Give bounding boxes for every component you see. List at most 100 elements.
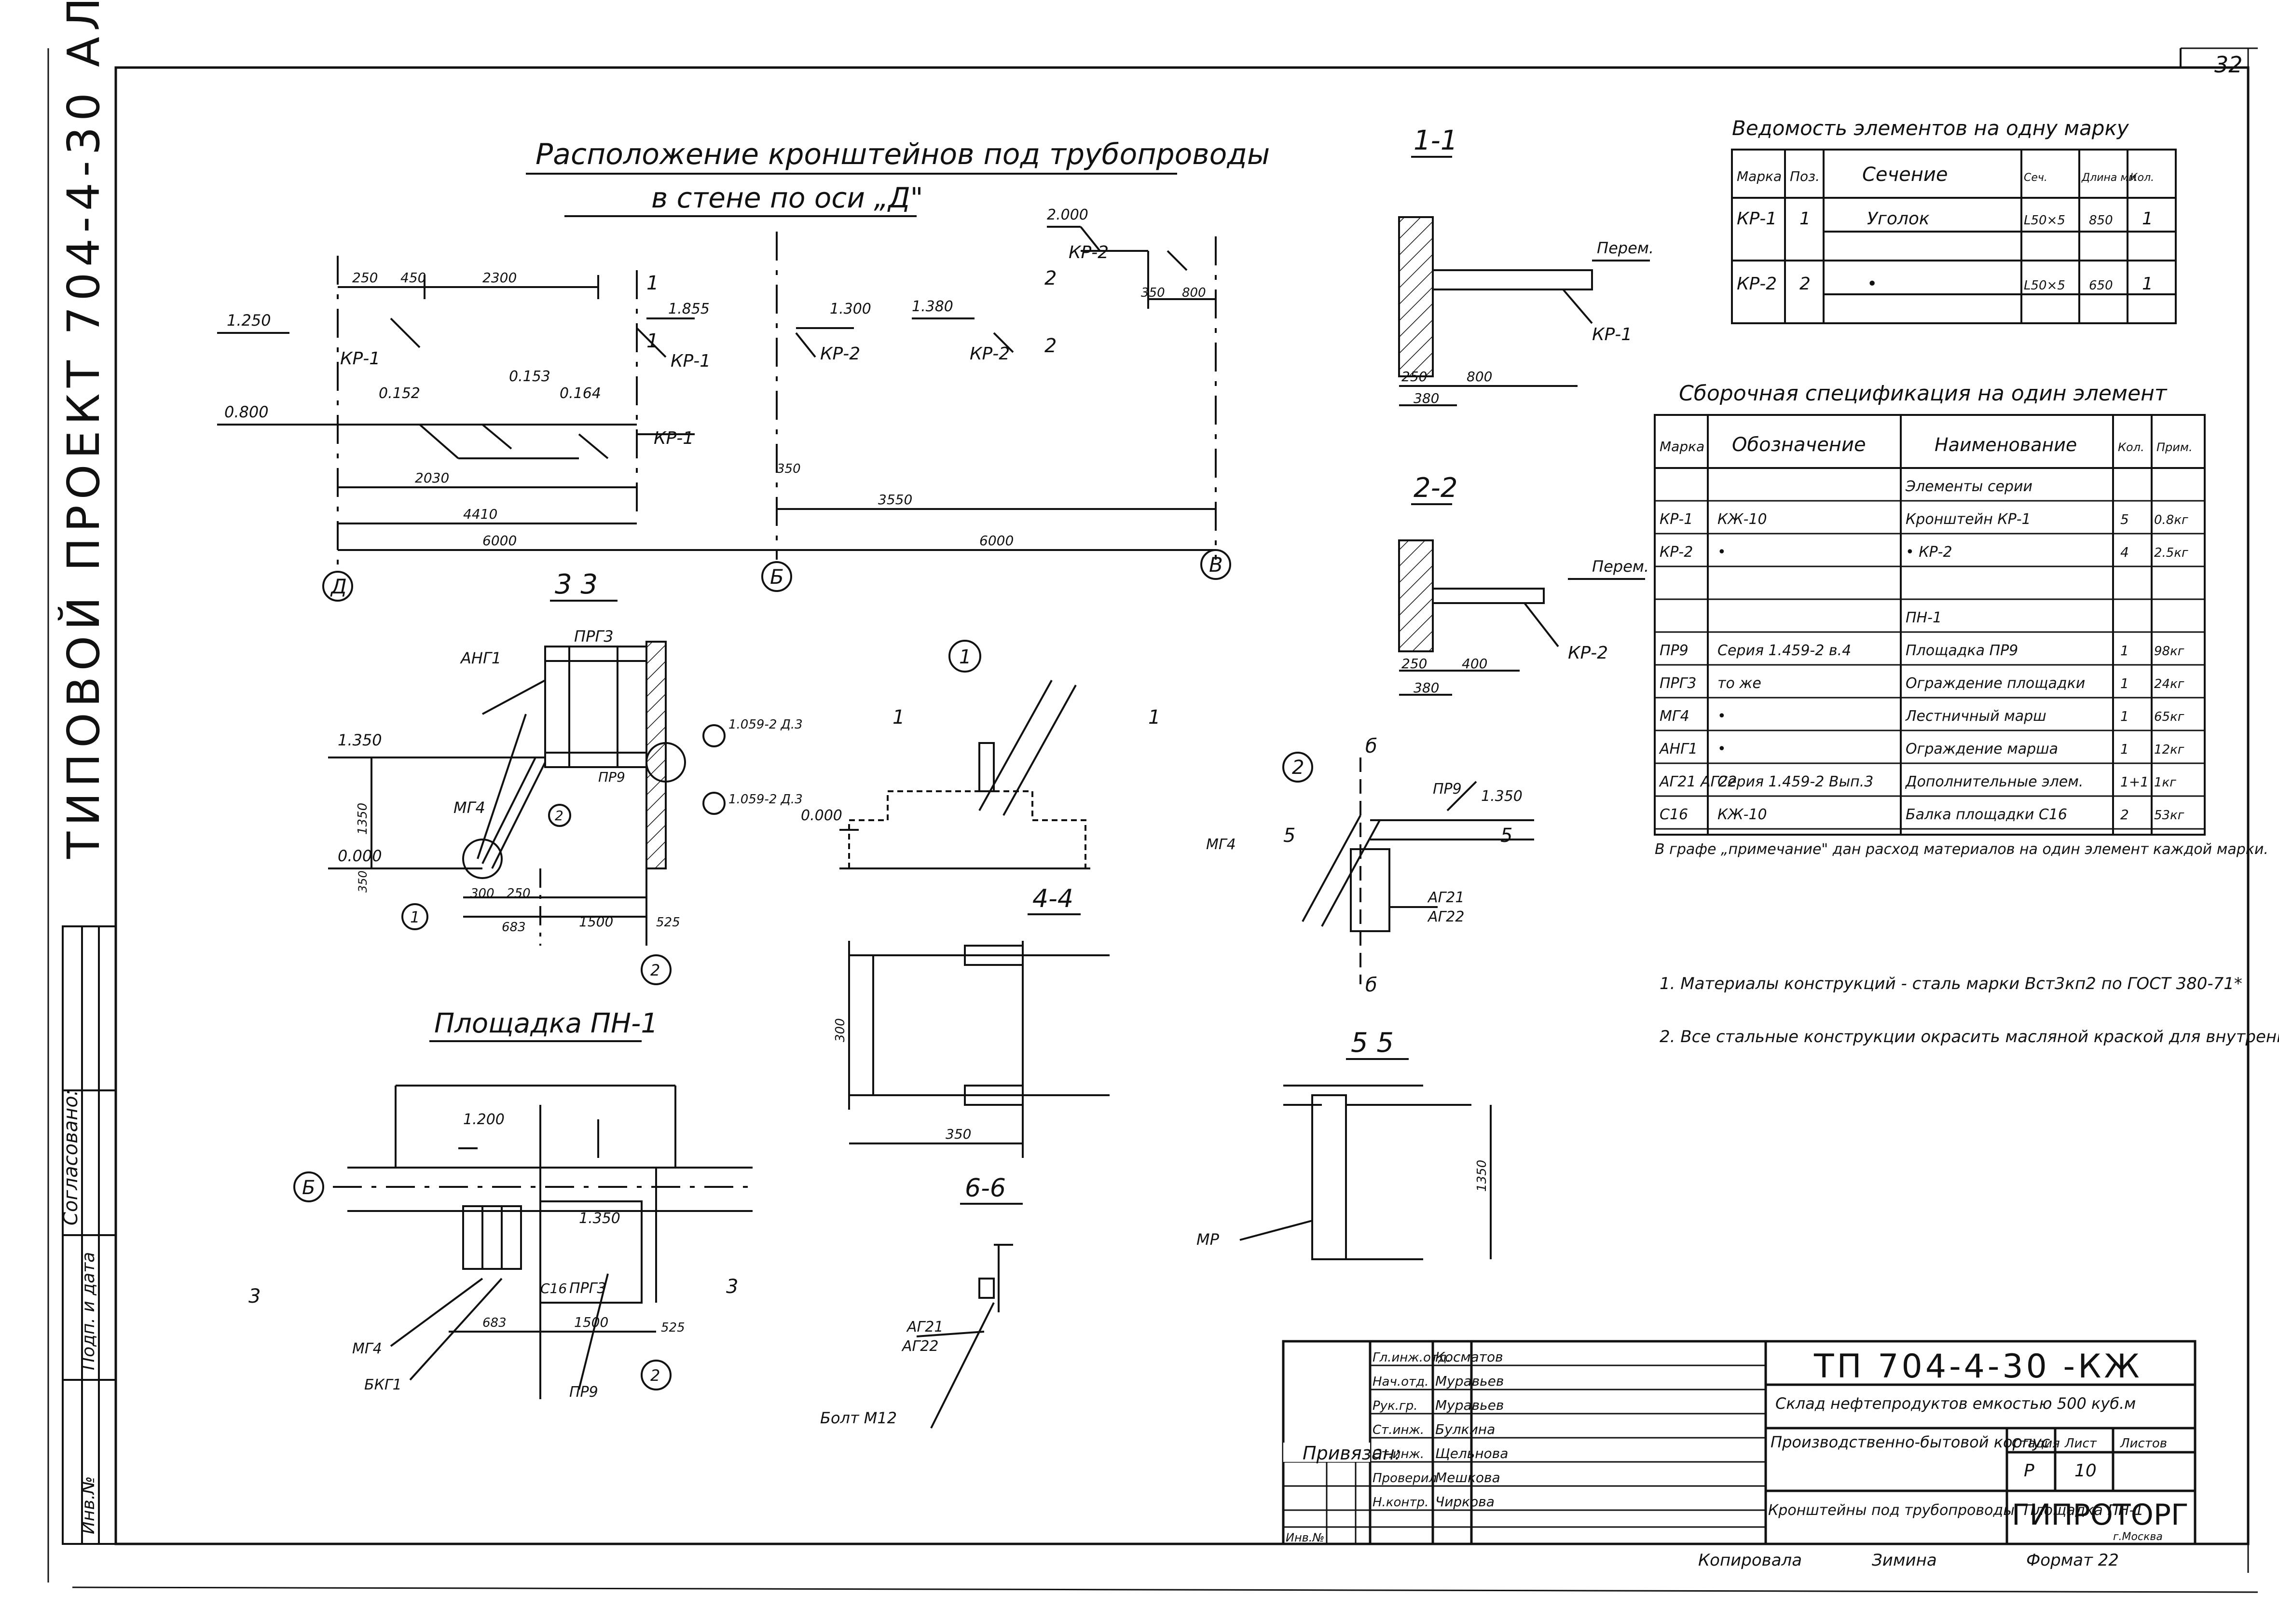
el-header: Поз.: [1790, 168, 1820, 184]
spec-cell: КР-1: [1660, 511, 1693, 528]
spec-table: Сборочная спецификация на один элемент: [1654, 381, 2206, 836]
sec44-title: 4-4: [1032, 884, 1073, 913]
tb-name-7: Чиркова: [1435, 1494, 1495, 1510]
spec-cell: КР-2: [1660, 544, 1693, 561]
sec11-elev: Перем.: [1597, 239, 1654, 257]
dim-7: 350: [777, 462, 801, 476]
sec-mark-1b: 1: [646, 330, 659, 352]
node2-label-2: МГ4: [1206, 836, 1236, 853]
tb-name-3: Муравьев: [1435, 1397, 1504, 1413]
page-number: 32: [2214, 52, 2243, 78]
pl-dim-2: 1500: [574, 1314, 608, 1330]
spec-cell: Серия 1.459-2 Вып.3: [1717, 773, 1873, 790]
node1-mark-2: 1: [1148, 706, 1160, 729]
tb-role-5: Ст.инж.: [1373, 1447, 1424, 1461]
dim-11: 800: [1182, 286, 1206, 300]
view-3-3: 3 3 П: [328, 569, 803, 985]
tb-object: Склад нефтепродуктов емкостью 500 куб.м: [1775, 1394, 2136, 1413]
spec-cell: 98кг: [2154, 644, 2184, 659]
el-header: Кол.: [2130, 172, 2154, 184]
v33-dim-5: 683: [502, 920, 526, 935]
tb-sheets-label: Листов: [2120, 1436, 2167, 1451]
sheet-frame: [47, 47, 2258, 1593]
sec-mark-2a: 2: [1044, 267, 1057, 289]
section-2-2: 2-2 Перем. КР-2 250 400 380: [1398, 472, 1649, 696]
dim-6: 6000: [482, 533, 517, 549]
node2-title: 2: [1292, 757, 1304, 779]
pl-mark-3: 2: [650, 1366, 660, 1385]
pl-label-5: ПР9: [569, 1384, 598, 1401]
section-4-4: 4-4 300 350: [833, 884, 1110, 1158]
bracket-4: КР-2: [820, 344, 860, 364]
v33-elev-2: 0.000: [338, 847, 382, 865]
v33-mark-2: 2: [555, 808, 563, 824]
el-cell: 2: [1799, 274, 1811, 294]
v33-mark-1: 1: [410, 908, 420, 926]
spec-cell: Кронштейн КР-1: [1906, 511, 2031, 528]
node2-label-4: АГ22: [1427, 908, 1464, 925]
tb-code: ТП 704-4-30 -КЖ: [1813, 1348, 2142, 1386]
axis-label-2: Б: [770, 565, 784, 589]
tb-sheet-name: Кронштейны под трубопроводы. Площадка ПН…: [1768, 1502, 2144, 1519]
tb-sheet: 10: [2074, 1461, 2097, 1481]
sec22-elev: Перем.: [1592, 557, 1649, 576]
el-cell: 850: [2089, 213, 2113, 228]
axis-label-3: В: [1209, 553, 1223, 577]
spec-cell: 1: [2120, 643, 2129, 659]
el-cell: Уголок: [1867, 209, 1930, 229]
note-1: 1. Материалы конструкций - сталь марки В…: [1660, 974, 2242, 993]
spec-cell: 53кг: [2154, 808, 2184, 823]
spec-cell: КЖ-10: [1717, 511, 1767, 528]
node2-mark-3: 5: [1283, 825, 1295, 847]
spec-cell: ПРГ3: [1660, 675, 1696, 692]
spec-cell: Дополнительные элем.: [1905, 773, 2083, 790]
main-title-1: Расположение кронштейнов под трубопровод…: [535, 138, 1270, 171]
tb-name-4: Булкина: [1435, 1421, 1495, 1437]
pl-axis: Б: [302, 1177, 315, 1199]
dim-9: 6000: [979, 533, 1014, 549]
axis-label-1: Д: [330, 575, 347, 598]
pl-label-2: БКГ1: [364, 1376, 402, 1393]
sec66-label-3: Болт М12: [820, 1409, 897, 1427]
el-header: Сечение: [1862, 164, 1948, 186]
spec-cell: •: [1717, 708, 1726, 725]
spec-cell: Серия 1.459-2 в.4: [1717, 642, 1851, 659]
node2-mark-1: б: [1365, 735, 1377, 757]
el-cell: КР-2: [1737, 274, 1777, 294]
elements-table: Ведомость элементов на одну марку: [1731, 116, 2177, 324]
sec55-label: МР: [1196, 1230, 1220, 1249]
tb-copied-name: Зимина: [1872, 1551, 1937, 1570]
v33-label-3: МГ4: [453, 798, 485, 817]
spec-footnote: В графе „примечание" дан расход материал…: [1655, 841, 2268, 858]
spec-header: Прим.: [2156, 440, 2193, 454]
sec-mark-1a: 1: [646, 272, 659, 294]
sec11-dim2: 800: [1467, 369, 1492, 385]
spec-cell: Лестничный марш: [1905, 708, 2046, 725]
v33-title: 3 3: [555, 569, 598, 600]
spec-cell: МГ4: [1660, 708, 1689, 725]
tb-stage: Р: [2024, 1461, 2034, 1481]
spec-cell: • КР-2: [1906, 544, 1952, 561]
node2-elev: 1.350: [1481, 788, 1523, 805]
pl-label-4: С16: [540, 1280, 567, 1296]
spec-cell: Ограждение марша: [1906, 741, 2058, 757]
v33-label-2: АНГ1: [460, 649, 501, 667]
spec-cell: 1: [2120, 741, 2129, 757]
spec-cell: 1: [2120, 708, 2129, 724]
node2-mark-2: б: [1365, 974, 1377, 996]
side-stamp-text-1: Согласовано:: [60, 1089, 82, 1225]
pl-elev-1: 1.200: [463, 1111, 505, 1128]
node1-title: 1: [959, 646, 971, 668]
dim-4: 2030: [415, 470, 449, 486]
v33-dim-1: 1350: [356, 803, 370, 835]
spec-cell: Площадка ПР9: [1906, 642, 2018, 659]
spec-cell: то же: [1717, 675, 1761, 692]
sec-mark-2b: 2: [1044, 335, 1057, 357]
spec-cell: 2: [2120, 807, 2129, 823]
el-cell: L50×5: [2024, 278, 2065, 293]
spec-cell: 24кг: [2154, 677, 2184, 691]
spec-cell: 0.8кг: [2154, 513, 2188, 527]
v33-dim-2: 350: [356, 870, 370, 893]
